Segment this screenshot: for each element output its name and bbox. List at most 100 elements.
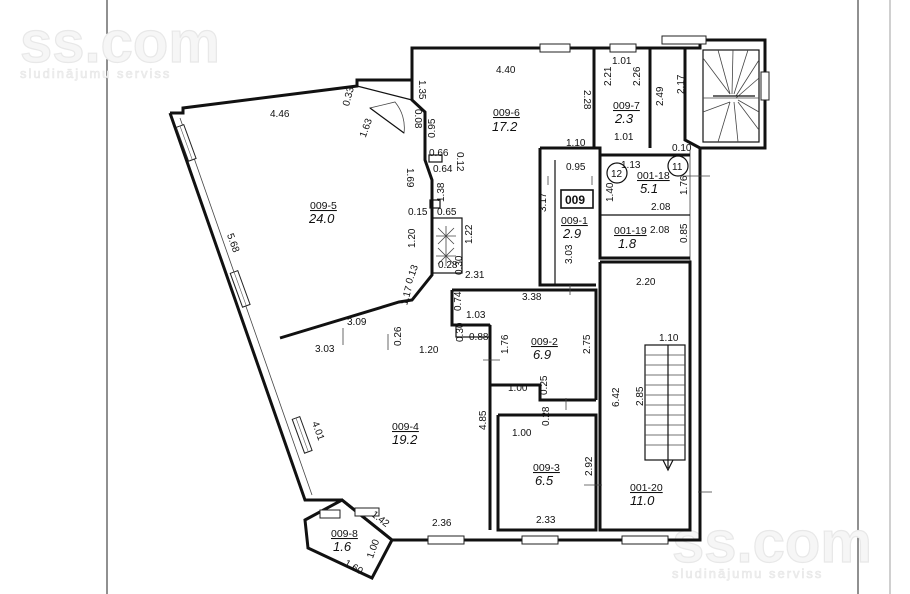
svg-text:0.25: 0.25 <box>539 375 550 395</box>
svg-text:0.64: 0.64 <box>433 164 453 175</box>
svg-text:2.20: 2.20 <box>636 277 656 288</box>
svg-text:1.6: 1.6 <box>333 539 352 554</box>
svg-text:0.65: 0.65 <box>437 207 457 218</box>
svg-text:1.22: 1.22 <box>464 224 475 244</box>
svg-text:0.88: 0.88 <box>469 332 489 343</box>
svg-text:2.26: 2.26 <box>632 66 643 86</box>
svg-text:0.66: 0.66 <box>429 148 449 159</box>
svg-text:0.08: 0.08 <box>412 109 423 129</box>
interior-walls <box>279 48 701 532</box>
svg-text:0.12: 0.12 <box>454 152 465 172</box>
svg-text:0.13: 0.13 <box>404 263 421 285</box>
svg-text:3.03: 3.03 <box>564 244 575 264</box>
svg-text:3.09: 3.09 <box>347 317 367 328</box>
svg-text:1.13: 1.13 <box>621 160 641 171</box>
watermark-tagline-bottom: sludinājumu serviss <box>672 566 823 581</box>
svg-text:0.95: 0.95 <box>427 118 438 138</box>
svg-text:1.76: 1.76 <box>500 334 511 354</box>
svg-text:0.85: 0.85 <box>679 223 690 243</box>
svg-text:4.46: 4.46 <box>270 109 290 120</box>
svg-text:009-6: 009-6 <box>493 107 520 119</box>
watermark-brand-bottom: ss.com <box>672 510 872 575</box>
svg-text:4.85: 4.85 <box>478 410 489 430</box>
windows <box>175 35 770 545</box>
svg-text:009-2: 009-2 <box>531 336 558 348</box>
svg-text:1.20: 1.20 <box>407 228 418 248</box>
svg-text:24.0: 24.0 <box>308 211 335 226</box>
svg-text:19.2: 19.2 <box>392 432 418 447</box>
svg-text:12: 12 <box>611 169 623 180</box>
window-bottom-3 <box>621 535 669 545</box>
svg-text:0.28: 0.28 <box>541 406 552 426</box>
svg-text:009-4: 009-4 <box>392 421 419 433</box>
svg-text:1.10: 1.10 <box>659 333 679 344</box>
svg-text:2.17: 2.17 <box>676 74 687 94</box>
svg-text:0.33: 0.33 <box>341 85 357 107</box>
room-label-009-4: 009-4 19.2 <box>392 421 419 447</box>
stairs-lower-icon <box>644 344 686 472</box>
svg-text:2.28: 2.28 <box>581 90 592 110</box>
svg-text:4.01: 4.01 <box>309 420 326 442</box>
outer-walls <box>168 38 767 580</box>
svg-text:2.92: 2.92 <box>584 456 595 476</box>
dimension-labels: 4.46 0.33 1.63 5.68 4.40 1.35 0.08 0.95 … <box>224 56 692 578</box>
svg-text:1.42: 1.42 <box>369 509 391 530</box>
svg-text:2.9: 2.9 <box>562 226 581 241</box>
svg-text:1.76: 1.76 <box>679 175 690 195</box>
watermark-brand-top: ss.com <box>20 10 220 75</box>
svg-text:009-5: 009-5 <box>310 200 337 212</box>
room-label-001-19: 001-19 1.8 <box>614 225 647 251</box>
room-label-009-5: 009-5 24.0 <box>308 200 337 226</box>
window-top-2 <box>609 43 637 53</box>
svg-text:009-7: 009-7 <box>613 100 640 112</box>
svg-text:17.2: 17.2 <box>492 119 518 134</box>
room-label-001-20: 001-20 11.0 <box>630 482 663 508</box>
svg-text:1.00: 1.00 <box>512 428 532 439</box>
svg-text:2.31: 2.31 <box>465 270 485 281</box>
circle-marker-12: 12 <box>606 162 628 184</box>
watermark-tagline-top: sludinājumu serviss <box>20 66 171 81</box>
svg-text:3.38: 3.38 <box>522 292 542 303</box>
svg-text:1.38: 1.38 <box>436 182 447 202</box>
svg-text:2.21: 2.21 <box>603 66 614 86</box>
svg-text:1.63: 1.63 <box>358 117 375 139</box>
window-right-1 <box>760 71 770 101</box>
stairs-upper-icon <box>702 49 760 143</box>
svg-text:1.03: 1.03 <box>466 310 486 321</box>
svg-text:009-1: 009-1 <box>561 215 588 227</box>
svg-text:0.28: 0.28 <box>438 260 458 271</box>
svg-text:6.42: 6.42 <box>611 387 622 407</box>
svg-text:3.03: 3.03 <box>315 344 335 355</box>
window-bottom-2 <box>521 535 559 545</box>
svg-text:2.08: 2.08 <box>650 225 670 236</box>
svg-text:6.5: 6.5 <box>535 473 554 488</box>
window-top-3 <box>661 35 707 45</box>
svg-text:0.30: 0.30 <box>454 255 465 275</box>
svg-text:1.01: 1.01 <box>614 132 634 143</box>
room-label-009-6: 009-6 17.2 <box>492 107 520 134</box>
window-top-1 <box>539 43 571 53</box>
svg-text:1.01: 1.01 <box>612 56 632 67</box>
vent-shaft-icon <box>436 226 456 266</box>
svg-text:0.30: 0.30 <box>455 322 466 342</box>
svg-text:0.10: 0.10 <box>672 143 692 154</box>
svg-text:009-8: 009-8 <box>331 528 358 540</box>
svg-text:5.1: 5.1 <box>640 181 658 196</box>
room-label-009-8: 009-8 1.6 <box>331 528 358 554</box>
svg-text:2.36: 2.36 <box>432 518 452 529</box>
window-balcony <box>319 509 341 519</box>
svg-text:2.33: 2.33 <box>536 515 556 526</box>
svg-text:0.15: 0.15 <box>408 207 428 218</box>
svg-text:2.85: 2.85 <box>635 386 646 406</box>
svg-text:1.10: 1.10 <box>566 138 586 149</box>
svg-text:0.95: 0.95 <box>566 162 586 173</box>
window-bottom-1 <box>427 535 465 545</box>
room-label-001-18: 001-18 5.1 <box>637 170 670 196</box>
door-swing-icon <box>369 101 405 134</box>
svg-text:1.40: 1.40 <box>605 182 616 202</box>
svg-text:1.00: 1.00 <box>508 383 528 394</box>
svg-text:1.69: 1.69 <box>404 168 415 188</box>
svg-text:11.0: 11.0 <box>630 493 655 508</box>
room-label-009-2: 009-2 6.9 <box>531 336 558 362</box>
